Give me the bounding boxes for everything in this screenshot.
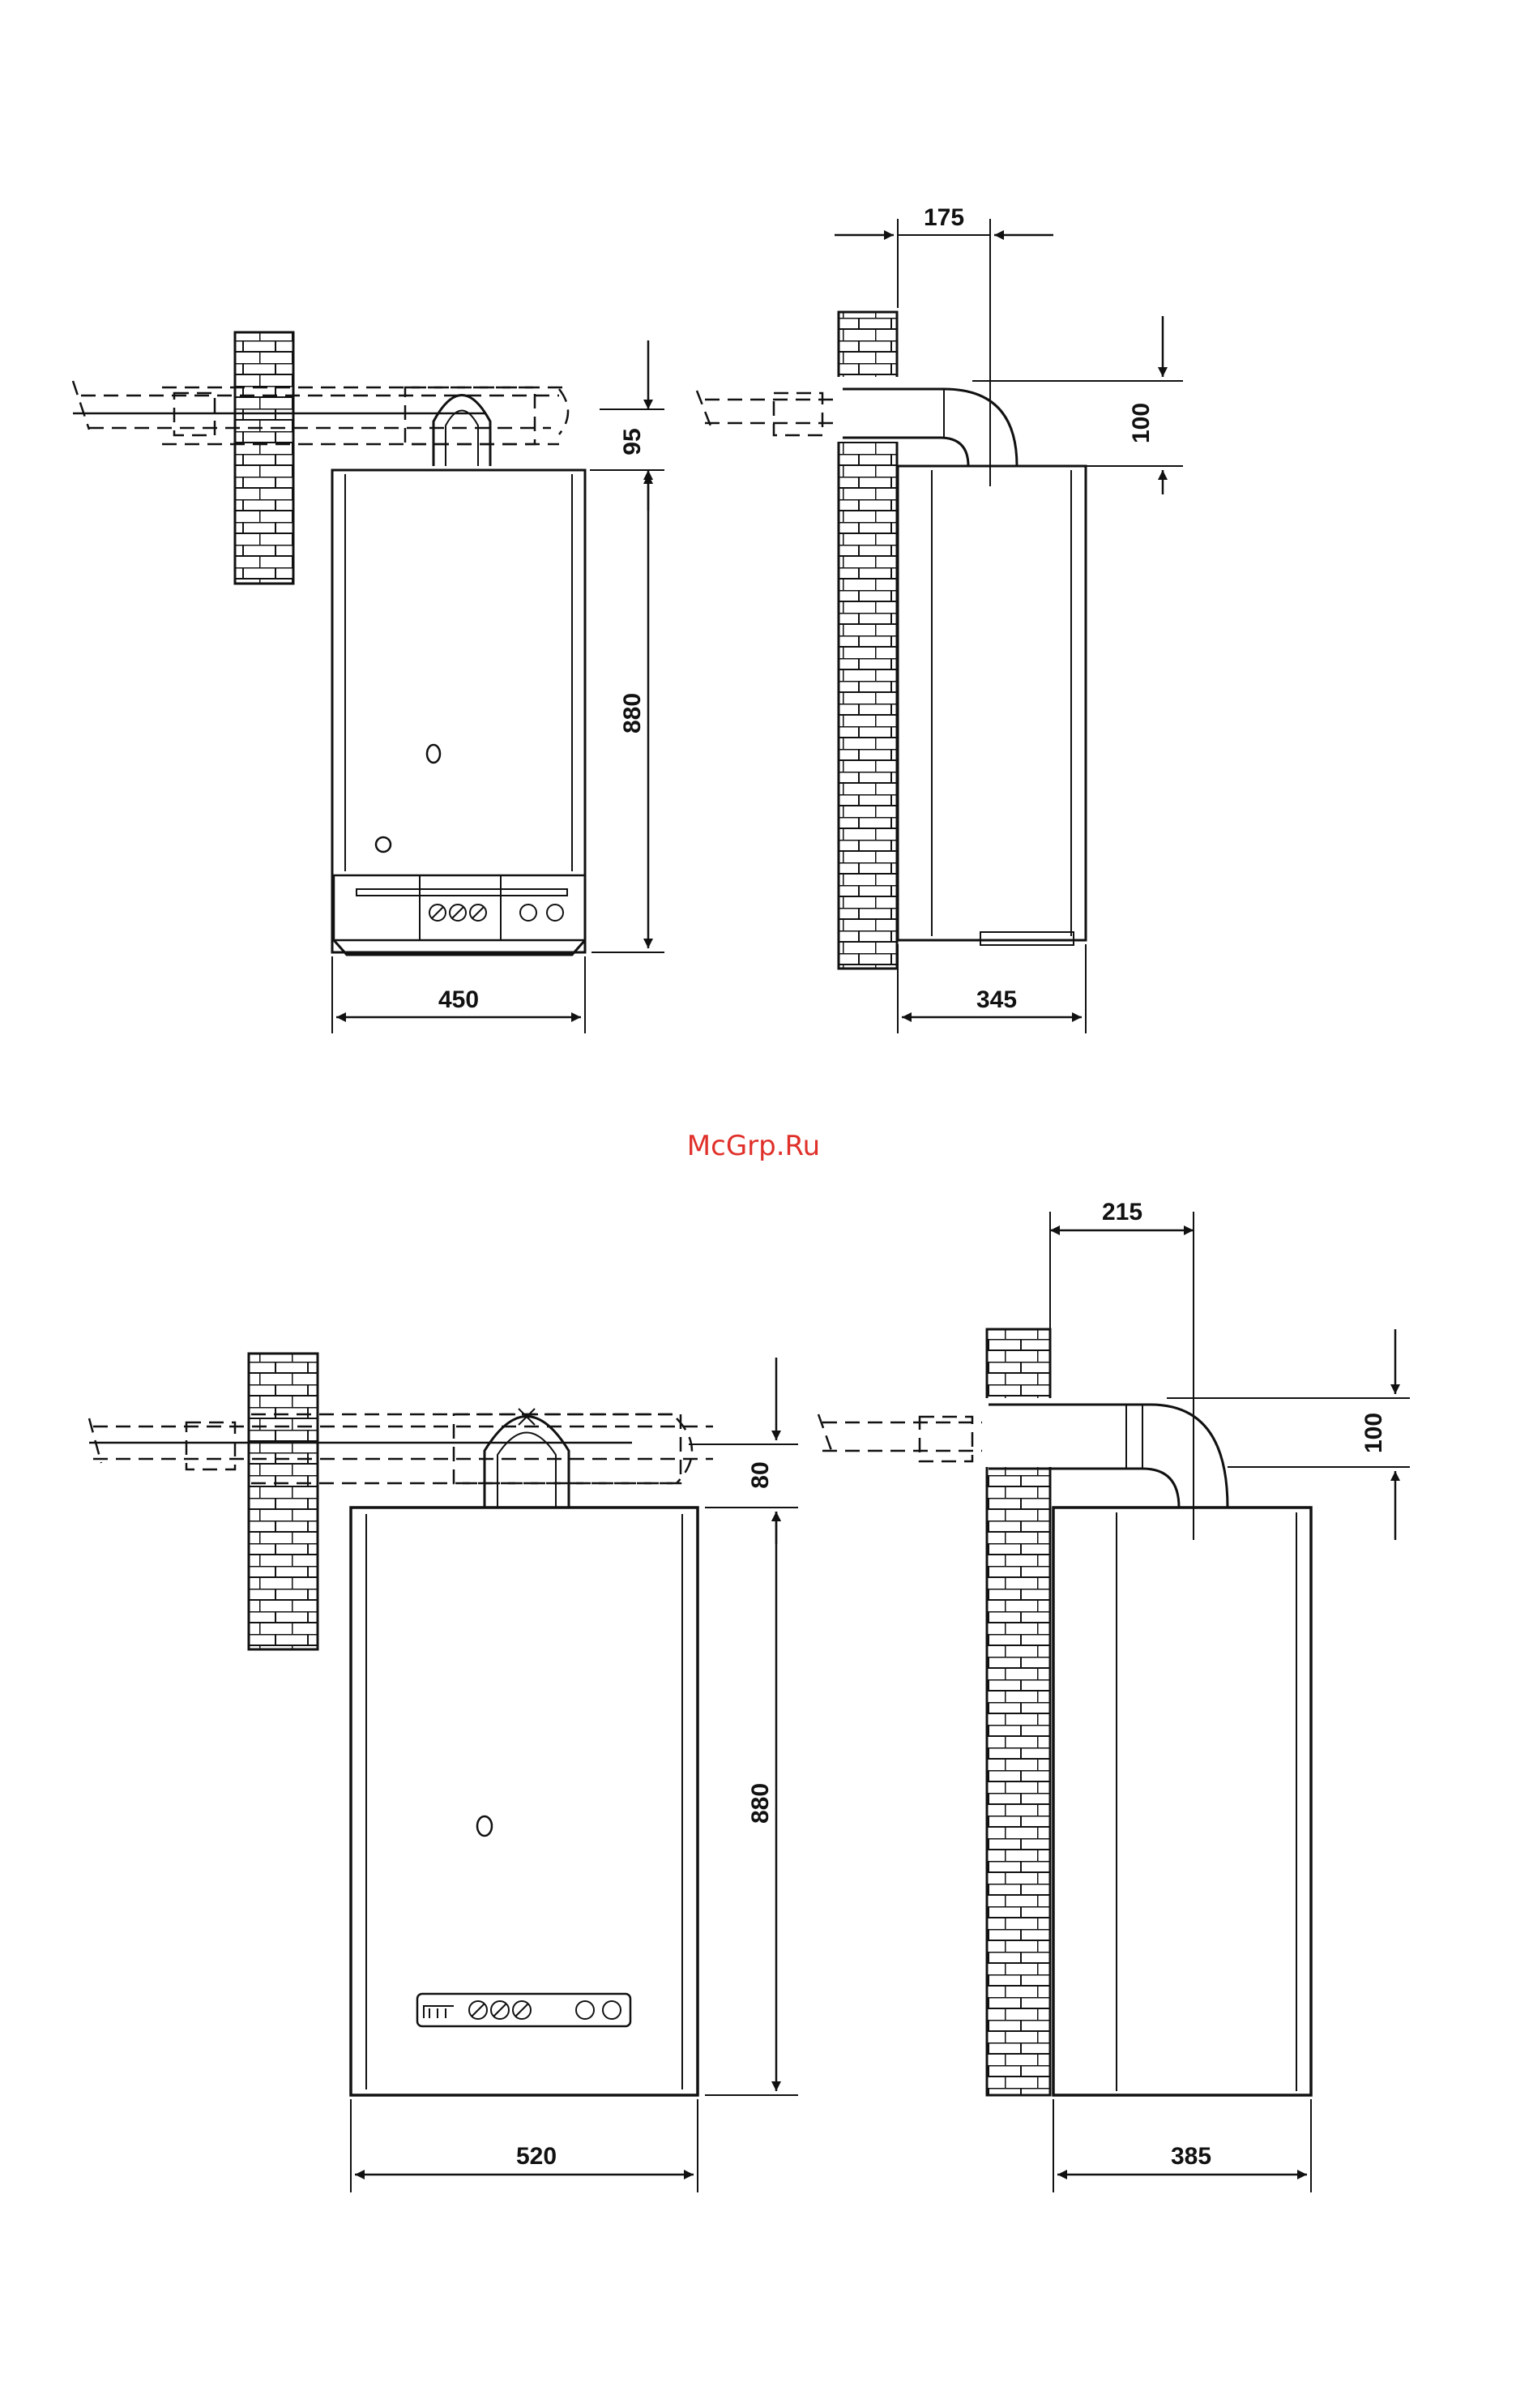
pilot-window bbox=[477, 1816, 492, 1836]
boiler-casing bbox=[332, 470, 585, 952]
top-side-offset-label: 175 bbox=[924, 204, 964, 231]
boiler-casing bbox=[1053, 1508, 1311, 2095]
top-side-rise-label: 100 bbox=[1128, 403, 1155, 443]
control-panel bbox=[417, 1994, 630, 2026]
bottom-side-depth-label: 385 bbox=[1171, 2143, 1211, 2170]
flue-elbow bbox=[433, 396, 490, 467]
pilot-window bbox=[427, 745, 440, 763]
watermark-text: McGrp.Ru bbox=[687, 1130, 820, 1162]
bottom-front-gap-label: 80 bbox=[747, 1461, 774, 1488]
top-front-width-label: 450 bbox=[438, 986, 479, 1013]
bottom-front-width-label: 520 bbox=[516, 2143, 557, 2170]
flue-pipe-dashed bbox=[89, 1414, 713, 1483]
top-side-view bbox=[697, 219, 1183, 1033]
pressure-gauge-circle bbox=[376, 837, 391, 852]
bottom-side-offset-label: 215 bbox=[1102, 1199, 1142, 1225]
bottom-front-height-label: 880 bbox=[747, 1783, 774, 1824]
boiler-casing bbox=[898, 466, 1086, 940]
top-front-height-label: 880 bbox=[619, 693, 646, 734]
control-knobs bbox=[429, 905, 563, 921]
control-panel bbox=[334, 875, 585, 940]
bottom-side-view bbox=[818, 1212, 1410, 2192]
brick-wall bbox=[249, 1354, 318, 1649]
flue-pipe-dashed bbox=[818, 1414, 982, 1461]
bottom-front-view bbox=[89, 1354, 798, 2192]
top-front-gap-label: 95 bbox=[619, 428, 646, 455]
top-side-depth-label: 345 bbox=[976, 986, 1017, 1013]
bottom-side-rise-label: 100 bbox=[1360, 1413, 1387, 1453]
top-front-view bbox=[73, 332, 664, 1033]
brick-wall bbox=[235, 332, 293, 584]
flue-pipe-dashed bbox=[697, 391, 835, 435]
control-knobs bbox=[424, 2001, 621, 2019]
